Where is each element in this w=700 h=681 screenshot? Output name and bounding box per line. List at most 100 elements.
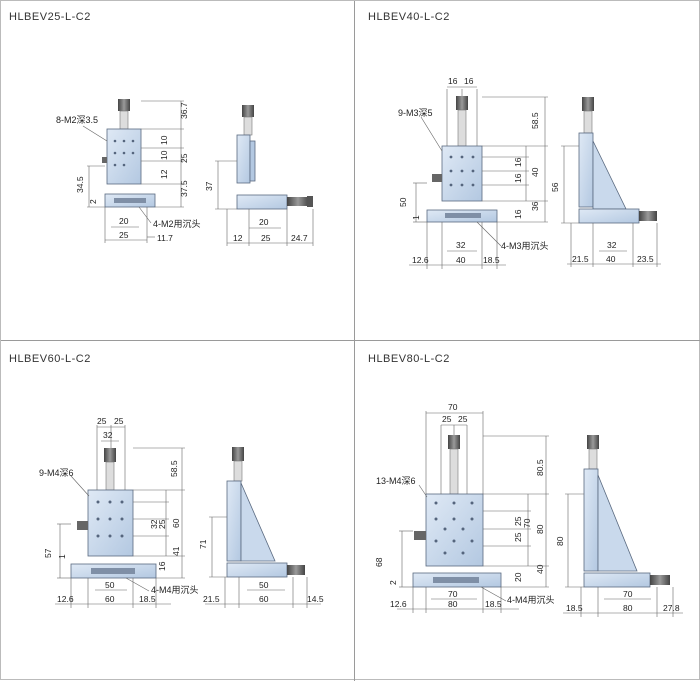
counterbore-note-4: 4-M4用沉头: [507, 595, 555, 605]
dimension-label: 18.5: [566, 603, 583, 613]
dimension-label: 32: [103, 430, 113, 440]
dimension-label: 25: [119, 230, 129, 240]
dimension-label: 20: [119, 216, 129, 226]
dimension-label: 25: [513, 516, 523, 526]
dimension-label: 70: [522, 518, 532, 528]
panel-2-front-view: [426, 96, 498, 223]
dimension-label: 2: [388, 580, 398, 585]
dimension-label: 50: [105, 580, 115, 590]
dimension-label: 57: [43, 548, 53, 558]
dimension-label: 2: [88, 199, 98, 204]
dimension-label: 36: [530, 201, 540, 211]
dimension-label: 80.5: [535, 459, 545, 476]
dimension-label: 36.7: [179, 102, 189, 119]
dimension-label: 41: [171, 546, 181, 556]
dimension-label: 18.5: [483, 255, 500, 265]
dimension-label: 14.5: [307, 594, 324, 604]
dimension-label: 60: [171, 518, 181, 528]
tap-note-4: 13-M4深6: [376, 476, 416, 486]
dimension-label: 27.8: [663, 603, 680, 613]
panel-1-side-view: [236, 105, 313, 210]
dimension-label: 25: [114, 416, 124, 426]
dimension-label: 12.6: [57, 594, 74, 604]
dimension-label: 58.5: [530, 112, 540, 129]
dimension-label: 23.5: [637, 254, 654, 264]
dimension-label: 37: [204, 181, 214, 191]
counterbore-note-1: 4-M2用沉头: [153, 219, 201, 229]
dimension-label: 16: [513, 157, 523, 167]
dimension-label: 10: [159, 150, 169, 160]
dimension-label: 40: [535, 564, 545, 574]
dimension-label: 34.5: [75, 176, 85, 193]
dimension-label: 25: [261, 233, 271, 243]
dimension-label: 1: [57, 554, 67, 559]
dimension-label: 50: [398, 197, 408, 207]
model-title-4: HLBEV80-L-C2: [368, 353, 450, 365]
dimension-label: 32: [149, 519, 159, 529]
dimension-label: 80: [535, 524, 545, 534]
tap-note-2: 9-M3深5: [398, 108, 433, 118]
panel-4-side-view: [583, 435, 670, 588]
dimension-label: 40: [530, 167, 540, 177]
dimension-label: 21.5: [572, 254, 589, 264]
dimension-label: 68: [374, 557, 384, 567]
dimension-label: 40: [456, 255, 466, 265]
dimension-label: 12: [233, 233, 243, 243]
dimension-label: 10: [159, 135, 169, 145]
model-title-2: HLBEV40-L-C2: [368, 11, 450, 23]
tap-note-1: 8-M2深3.5: [56, 115, 98, 125]
dimension-label: 16: [157, 561, 167, 571]
dimension-label: 32: [456, 240, 466, 250]
dimension-label: 12.6: [412, 255, 429, 265]
vertical-stage: [106, 128, 142, 185]
dimension-label: 71: [198, 539, 208, 549]
dimension-label: 25: [458, 414, 468, 424]
model-title-3: HLBEV60-L-C2: [9, 353, 91, 365]
dimension-label: 25: [513, 532, 523, 542]
dimension-label: 12.6: [390, 599, 407, 609]
dimension-label: 24.7: [291, 233, 308, 243]
dimension-label: 40: [606, 254, 616, 264]
dimension-label: 56: [550, 182, 560, 192]
dimension-label: 50: [259, 580, 269, 590]
panel-3-side-view: [226, 447, 305, 578]
panel-1-front-view: [102, 99, 156, 208]
dimension-label: 70: [623, 589, 633, 599]
dimension-label: 12: [159, 169, 169, 179]
dimension-label: 16: [513, 209, 523, 219]
dimension-label: 20: [513, 572, 523, 582]
dimension-label: 25: [179, 153, 189, 163]
panel-3-front-view: [70, 448, 157, 579]
model-title-1: HLBEV25-L-C2: [9, 11, 91, 23]
dimension-label: 16: [464, 76, 474, 86]
horizontal-divider: [1, 340, 700, 341]
dimension-label: 80: [448, 599, 458, 609]
dimension-label: 58.5: [169, 460, 179, 477]
vertical-divider: [354, 1, 355, 681]
dimension-label: 70: [448, 589, 458, 599]
dimension-label: 80: [555, 536, 565, 546]
dimension-label: 18.5: [485, 599, 502, 609]
panel-4-front-view: [412, 435, 502, 588]
dimension-label: 37.5: [179, 180, 189, 197]
counterbore-note-3: 4-M4用沉头: [151, 585, 199, 595]
dimension-label: 70: [448, 402, 458, 412]
dimension-label: 21.5: [203, 594, 220, 604]
dimension-label: 1: [411, 215, 421, 220]
dimension-label: 60: [105, 594, 115, 604]
panel-2-side-view: [578, 97, 657, 224]
dimension-label: 80: [623, 603, 633, 613]
tap-note-3: 9-M4深6: [39, 468, 74, 478]
dimension-label: 25: [97, 416, 107, 426]
micrometer-knob: [118, 99, 130, 111]
dimension-label: 16: [448, 76, 458, 86]
dimension-label: 25: [442, 414, 452, 424]
dimension-label: 16: [513, 173, 523, 183]
dimension-label: 18.5: [139, 594, 156, 604]
dimension-label: 11.7: [157, 233, 173, 243]
dimension-label: 32: [607, 240, 617, 250]
dimension-label: 25: [157, 519, 167, 529]
dimension-label: 20: [259, 217, 269, 227]
dimension-label: 60: [259, 594, 269, 604]
